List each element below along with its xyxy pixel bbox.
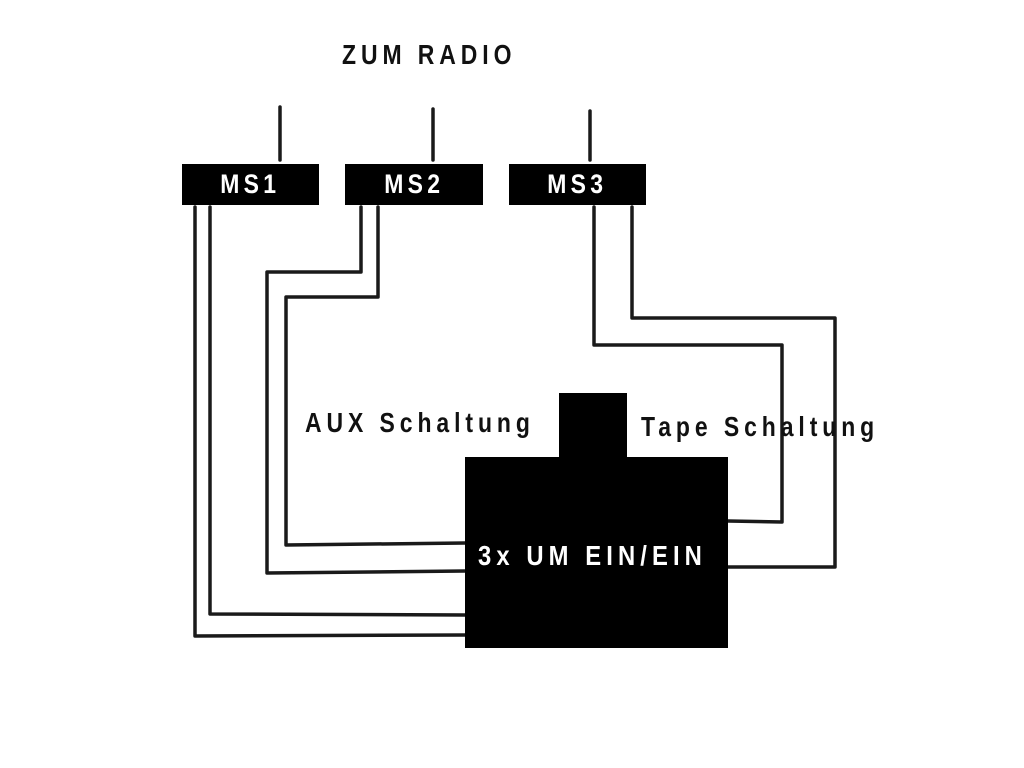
- page-title: ZUM RADIO: [342, 39, 517, 70]
- switch-ms1: MS1: [182, 164, 319, 205]
- ms1-wire-inner: [208, 205, 467, 617]
- ms2-wire-outer: [265, 205, 467, 575]
- main-switch-label: 3x UM EIN/EIN: [478, 540, 707, 571]
- switch-ms2: MS2: [345, 164, 483, 205]
- switch-ms3: MS3: [509, 164, 646, 205]
- main-switch-tab: [559, 393, 627, 459]
- ms3-wire-outer: [630, 205, 837, 569]
- ms1-wire-outer: [193, 205, 467, 638]
- main-switch: [465, 457, 728, 648]
- aux-label: AUX Schaltung: [305, 407, 535, 438]
- switch-ms3-label: MS3: [547, 169, 608, 199]
- ms2-wire-inner: [284, 205, 467, 547]
- switch-ms2-label: MS2: [384, 169, 444, 199]
- tape-label: Tape Schaltung: [641, 411, 880, 442]
- switch-ms1-label: MS1: [220, 169, 281, 199]
- ms3-wire-inner: [592, 205, 784, 524]
